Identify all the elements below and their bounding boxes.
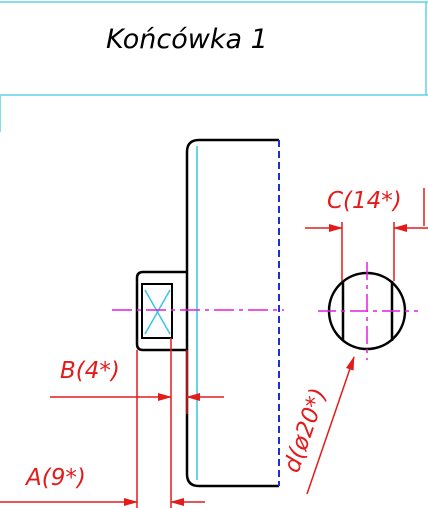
title-block [0, 1, 428, 96]
dim-d-leader-line [306, 356, 355, 495]
tip-outline [135, 270, 187, 352]
dim-b-label: B(4*) [60, 358, 120, 384]
dim-a-label: A(9*) [24, 465, 86, 491]
dim-c-label: C(14*) [327, 188, 402, 214]
dim-d-label: d(ø20*) [279, 385, 332, 476]
tip-flat-section [141, 283, 173, 339]
drawing-title: Końcówka 1 [106, 24, 268, 55]
tip-flat-cross-2 [144, 289, 171, 335]
part-body-outline [185, 138, 279, 488]
